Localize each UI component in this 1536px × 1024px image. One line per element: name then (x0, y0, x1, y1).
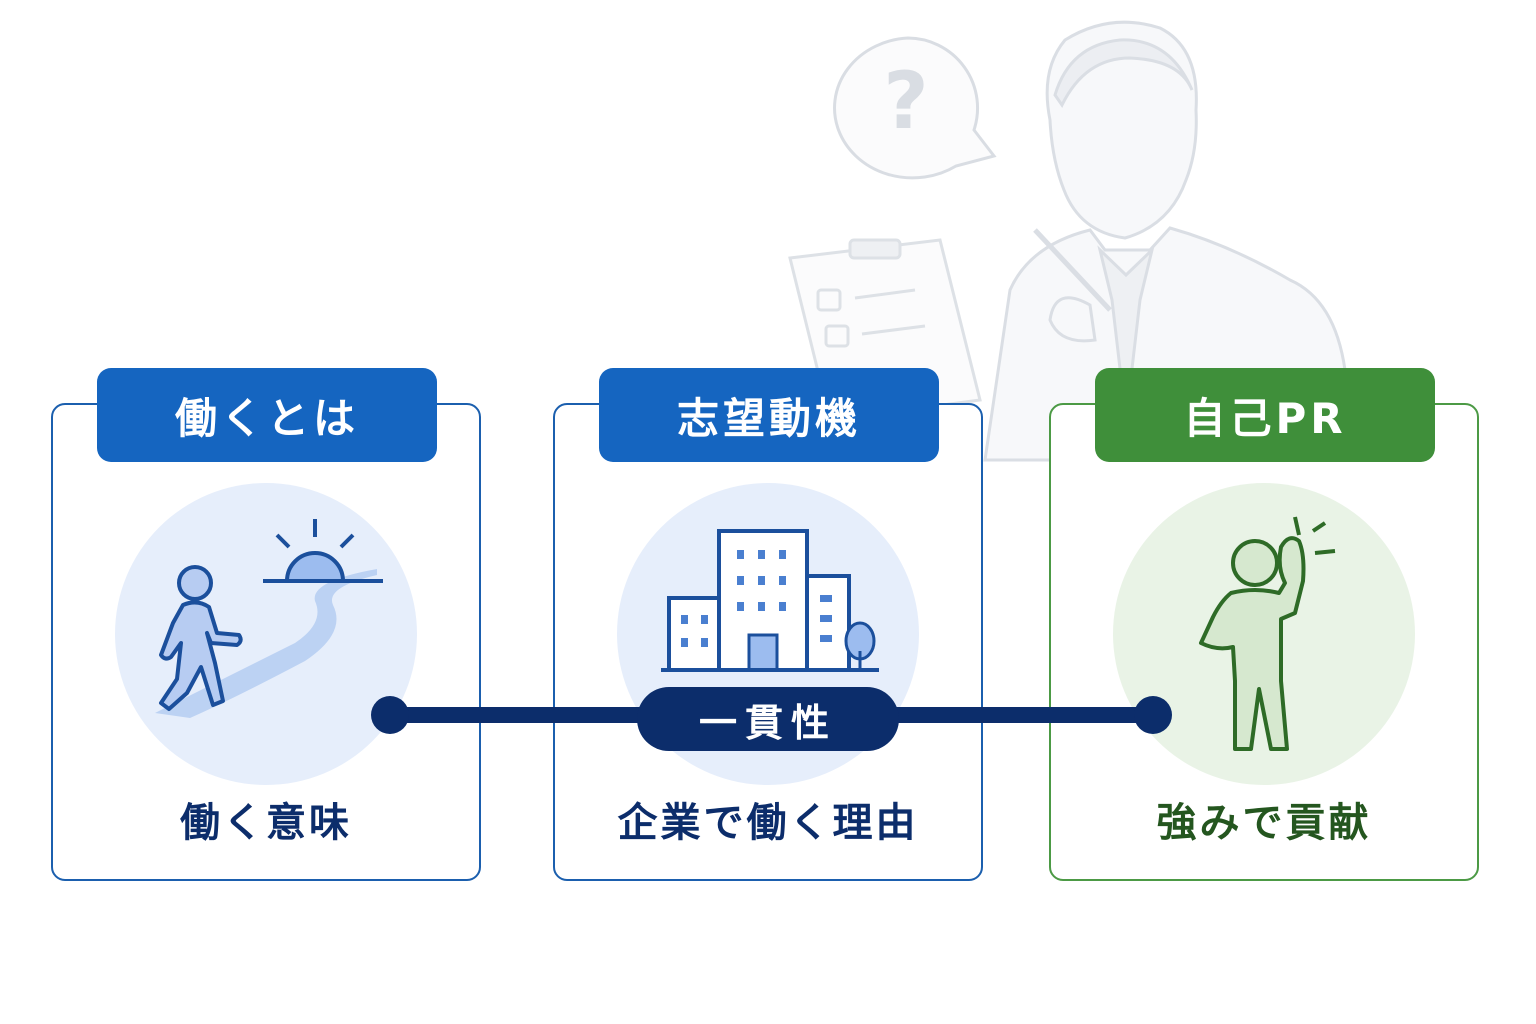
card-title: 自己PR (1095, 368, 1435, 462)
office-building-icon (661, 529, 879, 672)
icon-circle (115, 483, 417, 785)
connector-dot-right (1134, 696, 1172, 734)
confident-person-icon (1199, 516, 1336, 751)
walking-person-sunrise-icon (155, 519, 383, 718)
card-caption: 働く意味 (180, 800, 352, 846)
question-bubble-icon: ? (833, 36, 997, 180)
card-self-pr: 自己PR 強みで貢献 (1049, 368, 1479, 881)
connector-dot-left (371, 696, 409, 734)
card-caption: 企業で働く理由 (617, 800, 919, 846)
consistency-label: 一貫性 (637, 687, 899, 751)
card-title: 志望動機 (599, 368, 939, 462)
card-working: 働くとは 働く意味 (51, 368, 481, 881)
interviewer-icon (983, 20, 1352, 462)
question-mark: ? (883, 57, 928, 147)
card-caption: 強みで貢献 (1156, 800, 1372, 846)
card-title: 働くとは (97, 368, 437, 462)
